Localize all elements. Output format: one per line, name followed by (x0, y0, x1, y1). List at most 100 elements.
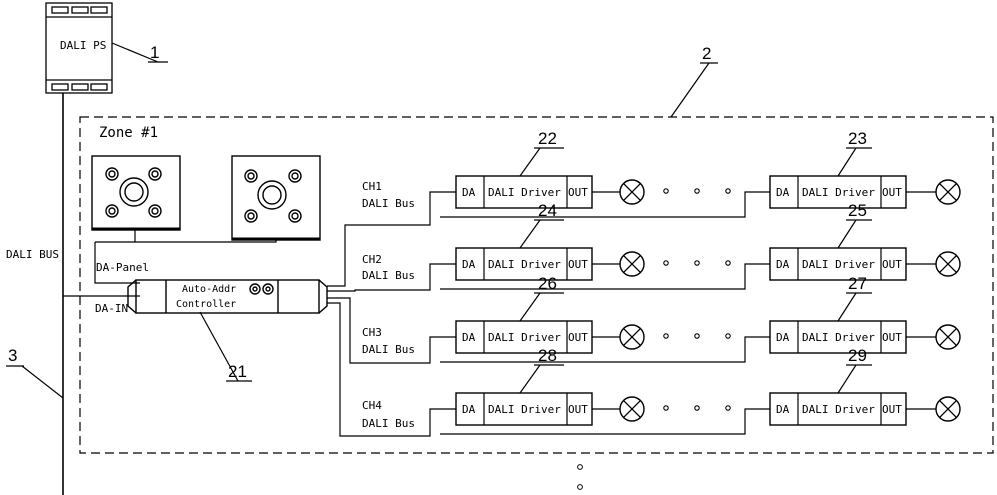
ellipsis-dot (725, 260, 731, 266)
channel-bus-label: DALI Bus (362, 417, 415, 430)
ref-leader (837, 219, 857, 249)
da-in-label: DA-IN (95, 302, 128, 315)
lamp-icon (935, 324, 961, 350)
ellipsis-dot (725, 405, 731, 411)
ref-leader (837, 364, 857, 394)
ref-leader (837, 147, 857, 177)
driver-out-label: OUT (882, 258, 902, 271)
controller-label-line2: Controller (176, 299, 236, 310)
driver-da-label: DA (776, 258, 790, 271)
driver-da-label: DA (462, 403, 476, 416)
lamp-circle (935, 396, 961, 422)
lamp-icon (935, 396, 961, 422)
driver-da-label: DA (462, 258, 476, 271)
driver-name-label: DALI Driver (488, 331, 561, 344)
ellipsis-dot (663, 260, 669, 266)
dali-driver: DA DALI Driver OUT (455, 320, 593, 354)
lamp-circle (619, 179, 645, 205)
channel-name-label: CH1 (362, 180, 382, 193)
channel-bus-label: DALI Bus (362, 269, 415, 282)
lamp-icon (619, 396, 645, 422)
ref-zone: 2 (702, 44, 711, 63)
driver-name-label: DALI Driver (802, 331, 875, 344)
ref-right-driver: 27 (848, 274, 867, 293)
dali-driver: DA DALI Driver OUT (769, 175, 907, 209)
driver-name-label: DALI Driver (488, 403, 561, 416)
bus-extension-wire (440, 336, 770, 363)
ref-bus: 3 (8, 346, 17, 365)
driver-out-label: OUT (568, 186, 588, 199)
lamp-circle (619, 251, 645, 277)
channel-name-label: CH4 (362, 399, 382, 412)
continuation-dot (577, 464, 583, 470)
controller-label-line1: Auto-Addr (182, 284, 236, 295)
ellipsis-dot (694, 405, 700, 411)
driver-da-label: DA (462, 186, 476, 199)
zone-border (79, 116, 994, 454)
dali-driver: DA DALI Driver OUT (769, 392, 907, 426)
ref-leader (837, 292, 857, 322)
lamp-circle (935, 251, 961, 277)
lamp-icon (619, 251, 645, 277)
ref-left-driver: 26 (538, 274, 557, 293)
ref-power-supply: 1 (150, 43, 159, 62)
auto-addr-controller (127, 279, 328, 314)
ellipsis-dot (694, 188, 700, 194)
bus-extension-wire (440, 263, 770, 290)
da-panel-label: DA-Panel (96, 261, 149, 274)
lamp-icon (619, 324, 645, 350)
lamp-circle (935, 179, 961, 205)
driver-da-label: DA (776, 403, 790, 416)
driver-out-label: OUT (568, 403, 588, 416)
ref-leader (519, 364, 541, 394)
dali-power-supply (45, 2, 113, 94)
ellipsis-dot (663, 405, 669, 411)
ref-left-driver: 24 (538, 201, 557, 220)
driver-out-label: OUT (882, 403, 902, 416)
channel-name-label: CH2 (362, 253, 382, 266)
ref-right-driver: 25 (848, 201, 867, 220)
ref-left-driver: 28 (538, 346, 557, 365)
wall-panel-1 (91, 155, 181, 231)
continuation-dot (577, 484, 583, 490)
driver-out-label: OUT (568, 331, 588, 344)
lamp-cross (623, 255, 641, 273)
ref-leader (519, 219, 541, 249)
driver-name-label: DALI Driver (802, 403, 875, 416)
dali-bus-label: DALI BUS (6, 248, 59, 261)
ref-right-driver: 23 (848, 129, 867, 148)
channel-wiring (327, 191, 456, 437)
wall-panel-2 (231, 155, 321, 241)
driver-name-label: DALI Driver (802, 186, 875, 199)
driver-out-label: OUT (882, 186, 902, 199)
bus-extension-wire (440, 408, 770, 435)
channel-name-label: CH3 (362, 326, 382, 339)
driver-da-label: DA (776, 186, 790, 199)
ellipsis-dot (725, 333, 731, 339)
ref-left-driver: 22 (538, 129, 557, 148)
ref-leader (519, 147, 541, 177)
ref-controller: 21 (228, 362, 247, 381)
channel-bus-label: DALI Bus (362, 343, 415, 356)
zone-label: Zone #1 (99, 125, 158, 141)
lamp-icon (619, 179, 645, 205)
lamp-circle (619, 324, 645, 350)
channel-bus-label: DALI Bus (362, 197, 415, 210)
bus-extension-wire (440, 191, 770, 218)
lamp-cross (623, 328, 641, 346)
ellipsis-dot (725, 188, 731, 194)
lamp-cross (939, 400, 957, 418)
lamp-cross (939, 183, 957, 201)
driver-out-label: OUT (568, 258, 588, 271)
driver-da-label: DA (462, 331, 476, 344)
ellipsis-dot (694, 260, 700, 266)
lamp-circle (619, 396, 645, 422)
